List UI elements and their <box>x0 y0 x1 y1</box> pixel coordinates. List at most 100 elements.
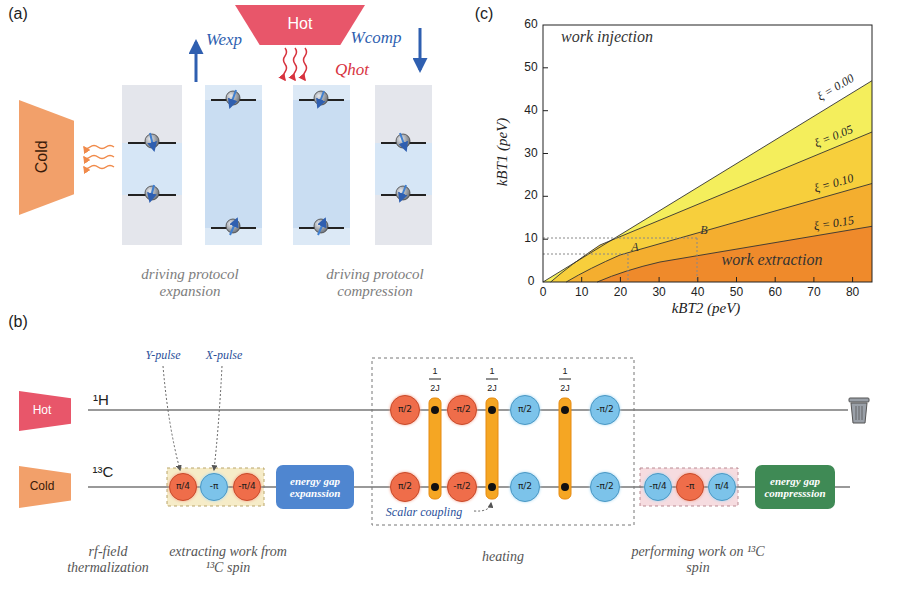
y-pulse-circle: π/4 <box>169 473 197 501</box>
pulse-angle: π/4 <box>176 482 190 492</box>
chart-c-part <box>543 25 872 282</box>
pulse-sequence-b-part <box>372 358 634 525</box>
coupling-label: Scalar coupling <box>386 506 462 520</box>
pulse-sequence-b-part <box>163 366 491 511</box>
pulse-sequence-b-part-part <box>431 483 439 491</box>
chart-c-part-part <box>597 226 872 282</box>
axis-tick: 30 <box>524 147 537 161</box>
chart-c-part-part <box>543 239 548 240</box>
chart-c-part-part <box>566 184 872 283</box>
pulse-sequence-b-part-part <box>859 406 860 420</box>
heat-bath-cold: Cold <box>19 100 74 215</box>
panel-letter: (c) <box>475 5 494 23</box>
pulse-type: X-pulse <box>206 349 243 363</box>
chart-c-part <box>543 81 872 282</box>
hot-bath-shape <box>235 5 365 45</box>
coupling-time: 2J <box>430 383 440 393</box>
panel-a-part <box>293 100 350 228</box>
pulse-sequence-b-part <box>640 468 738 506</box>
chart-c-part-part <box>543 67 548 68</box>
chart-c-part <box>543 238 697 282</box>
protocol-caption: driving protocol expansion <box>120 266 260 301</box>
axis-tick: 50 <box>524 61 537 75</box>
pulse-sequence-b-part-part <box>559 398 571 499</box>
pulse-angle: π/4 <box>715 482 729 492</box>
panel-a-part-part <box>84 156 114 159</box>
chart-c-part-part <box>581 277 582 282</box>
pulse-sequence-b-part <box>849 398 869 423</box>
box-label: energy gap compresssion <box>760 475 830 499</box>
axis-tick: 10 <box>524 232 537 246</box>
chart-c-part-part <box>775 277 776 282</box>
axis-tick: 10 <box>575 286 588 300</box>
bath-label: Cold <box>32 141 50 174</box>
pulse-sequence-b-part-part <box>429 398 441 499</box>
pulse-sequence-b-part-part <box>486 398 498 499</box>
point-label: A <box>631 241 638 255</box>
panel-a-part-part <box>284 48 287 80</box>
pulse-angle: -π/2 <box>596 482 613 492</box>
axis-tick: 50 <box>730 286 743 300</box>
y-pulse-circle: π/2 <box>390 395 420 425</box>
chart-c-part-part <box>543 254 628 255</box>
pulse-sequence-b-part-part <box>431 406 439 414</box>
chart-c-part-part <box>543 81 872 282</box>
y-pulse-circle: -π <box>676 473 704 501</box>
curve-label: ξ = 0.15 <box>813 214 855 234</box>
expansion-box: energy gap expanssion <box>276 465 354 509</box>
region-label: work extraction <box>722 251 823 269</box>
axis-tick: 0 <box>528 275 535 289</box>
hot-bath-shape <box>19 391 71 431</box>
bath-label: Cold <box>30 480 55 493</box>
pulse-sequence-b-part-part <box>559 379 571 380</box>
chart-c-part <box>543 68 853 282</box>
work-symbol: Wcomp <box>351 28 402 48</box>
axis-tick: 60 <box>769 286 782 300</box>
heat-bath-hot: Hot <box>19 391 71 431</box>
chart-c-part-part <box>551 132 872 282</box>
stage-label: rf-field thermalization <box>51 544 166 576</box>
pulse-angle: -π/2 <box>453 405 470 415</box>
axis-tick: 30 <box>652 286 665 300</box>
stage-label: performing work on ¹³C spin <box>628 544 768 576</box>
coupling-time: 1 <box>562 366 567 376</box>
panel-a-part-part <box>230 219 237 235</box>
pulse-angle: π/2 <box>398 482 412 492</box>
axis-tick: 60 <box>524 18 537 32</box>
panel-a-part <box>293 85 350 245</box>
panel-a <box>84 28 432 245</box>
coupling-time: 1 <box>432 366 437 376</box>
cold-bath-shape <box>19 466 71 508</box>
panel-a-part <box>205 100 262 228</box>
panel-a-part <box>205 85 262 245</box>
pulse-angle: -π <box>686 482 695 492</box>
curve-label: ξ = 0.00 <box>815 72 857 105</box>
chart-c-part-part <box>852 277 853 282</box>
panel-a-part-part <box>400 133 406 150</box>
chart-c-part-part <box>659 277 660 282</box>
panel-a-part <box>284 48 307 80</box>
heat-bath-hot: Hot <box>235 5 365 45</box>
panel-a-part <box>128 100 426 228</box>
chart-c-part-part <box>813 277 814 282</box>
heat-symbol: Qhot <box>335 60 369 80</box>
x-pulse-circle: -π/2 <box>590 395 620 425</box>
pulse-sequence-b-part-part <box>429 379 441 380</box>
point-label: B <box>700 224 707 238</box>
coupling-time: 2J <box>560 383 570 393</box>
axis-tick: 20 <box>614 286 627 300</box>
pulse-angle: π/2 <box>398 405 412 415</box>
pulse-sequence-b-part-part <box>849 398 869 402</box>
panel-letter: (a) <box>8 5 28 23</box>
chart-c-part <box>597 226 872 282</box>
y-pulse-circle: -π/4 <box>233 473 261 501</box>
axis-tick: 20 <box>524 189 537 203</box>
x-pulse-circle: π/4 <box>708 473 736 501</box>
panel-a-part-part <box>84 146 114 149</box>
chart-c-part-part <box>628 254 629 282</box>
panel-a-part-part <box>318 219 325 235</box>
panel-a-part-part <box>304 48 307 80</box>
pulse-sequence-b-part <box>856 406 862 420</box>
region-label: work injection <box>561 28 653 46</box>
